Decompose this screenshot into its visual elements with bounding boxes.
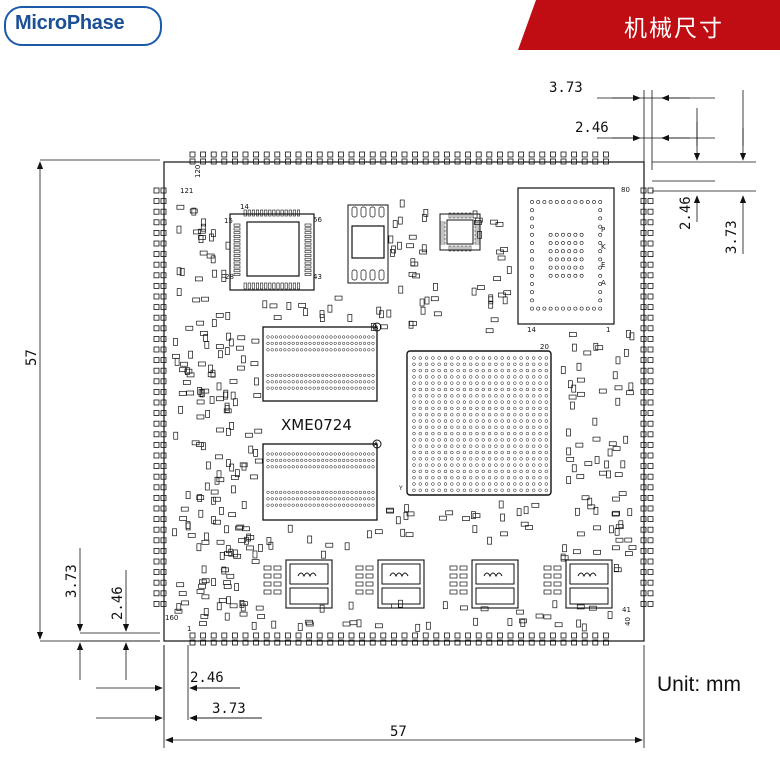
module-letter-e: E (601, 261, 605, 269)
qfp-pin-43: 43 (313, 273, 322, 281)
brand-logo: MicroPhase (4, 6, 162, 46)
emmc-module: 14 1 P K E A (517, 187, 615, 334)
header-bar: 机械尺寸 MicroPhase (0, 0, 780, 50)
dim-right-373-label: 3.73 (724, 220, 740, 254)
logo-text: MicroPhase (15, 12, 125, 34)
pin-label-80: 80 (621, 186, 630, 194)
dram-chip-1: A (262, 322, 382, 402)
module-letter-a: A (601, 279, 606, 287)
unit-label: Unit: mm (657, 673, 741, 696)
dim-width-label: 57 (390, 724, 407, 740)
dram-chip-2: A (262, 439, 382, 521)
qfp-pin-28: 28 (225, 273, 234, 281)
bga-pin-y: Y (398, 485, 403, 492)
qfp-pin-15: 15 (224, 217, 233, 225)
qfp-chip: 14 15 56 28 43 (224, 203, 322, 291)
logo-ring (4, 6, 162, 46)
regulator-chip (347, 204, 389, 284)
module-pin-14: 14 (527, 326, 536, 334)
left-pin-header (153, 187, 167, 607)
dim-bottom-246-label: 2.46 (190, 670, 224, 686)
pin-label-1: 1 (187, 625, 191, 633)
bga-fpga: 20 Y (398, 343, 552, 496)
mechanical-drawing: 120 121 80 41 40 160 1 14 15 56 28 43 14… (24, 80, 756, 748)
top-pin-header (189, 151, 609, 165)
bottom-pin-header (189, 632, 609, 646)
board-model-label: XME0724 (281, 416, 352, 434)
pin-label-41: 41 (622, 606, 631, 614)
title-banner (518, 0, 780, 50)
qfp-pin-14: 14 (240, 203, 249, 211)
passive-components (172, 199, 637, 632)
dim-left-246-label: 2.46 (110, 586, 126, 620)
pin-label-40: 40 (624, 617, 632, 626)
dimension-lines (36, 90, 756, 748)
dim-left-373-label: 3.73 (64, 564, 80, 598)
dram2-label-a: A (374, 441, 379, 448)
right-pin-header (640, 187, 654, 607)
module-letter-p: P (601, 226, 605, 234)
dim-top-246-label: 2.46 (575, 120, 609, 136)
module-pin-1: 1 (606, 326, 610, 334)
dim-height-label: 57 (24, 349, 40, 366)
power-inductors (263, 559, 613, 609)
dim-bottom-373-label: 3.73 (212, 701, 246, 717)
page-title: 机械尺寸 (624, 16, 724, 42)
pin-label-160: 160 (165, 614, 178, 622)
pin-label-121: 121 (180, 187, 193, 195)
dim-top-373-label: 3.73 (549, 80, 583, 96)
pin-label-120: 120 (194, 165, 202, 178)
module-letter-k: K (601, 243, 606, 251)
dim-right-246-label: 2.46 (678, 196, 694, 230)
qfp-pin-56: 56 (313, 216, 322, 224)
bga-corner-20: 20 (540, 343, 549, 351)
dram1-label-a: A (374, 324, 379, 331)
